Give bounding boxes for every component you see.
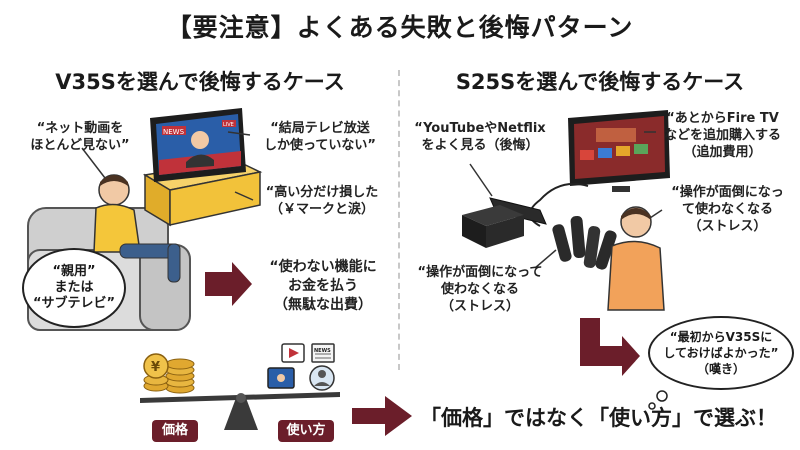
pointer-line: [649, 209, 663, 219]
section-divider: [398, 70, 400, 370]
regret-thought-bubble: “最初からV35Sにしておけばよかった”（嘆き）: [648, 316, 794, 390]
left-note-1: “ネット動画をほとんど見ない”: [30, 121, 130, 153]
pointer-line: [469, 163, 493, 197]
page-title: 【要注意】よくある失敗と後悔パターン: [166, 13, 634, 42]
pointer-line: [227, 131, 251, 136]
streaming-box: [462, 205, 524, 248]
left-note-2: “結局テレビ放送しか使っていない”: [264, 121, 376, 153]
bent-arrow-icon: [580, 318, 640, 376]
user-icon: [309, 365, 335, 391]
pointer-line: [81, 147, 106, 179]
tv-mini-icon: [267, 367, 295, 389]
conclusion-text: 「価格」ではなく「使い方」で選ぶ！: [420, 406, 777, 430]
conclusion-arrow-icon: [352, 396, 412, 436]
usage-tag: 使い方: [278, 420, 334, 442]
scale-stand: [224, 398, 258, 430]
pointer-line: [234, 191, 254, 201]
coins-icon: [143, 353, 195, 394]
video-icon: [281, 343, 305, 363]
remote-controls: [552, 215, 617, 270]
left-note-3: “高い分だけ損した（￥マークと涙）: [265, 185, 379, 217]
tv-left: [150, 108, 246, 182]
tv-live-badge: LIVE: [223, 122, 234, 128]
newspaper-icon: [311, 343, 335, 363]
pointer-line: [534, 249, 557, 269]
tv-news-label: NEWS: [163, 128, 185, 136]
right-heading: S25Sを選んで後悔するケース: [455, 70, 745, 94]
person-frustrated: [607, 206, 665, 311]
arrow-right-icon: [205, 262, 252, 306]
usage-bubble: “親用”または“サブテレビ”: [22, 248, 126, 328]
right-note-3: “操作が面倒になって使わなくなる（ストレス）: [671, 185, 784, 234]
right-note-4: “操作が面倒になって使わなくなる（ストレス）: [417, 265, 543, 314]
left-note-4: “使わない機能にお金を払う（無駄な出費）: [269, 259, 377, 313]
price-tag: 価格: [152, 420, 198, 442]
yen-symbol: ¥: [151, 360, 160, 375]
left-heading: V35Sを選んで後悔するケース: [55, 70, 345, 94]
news-label: NEWS: [314, 348, 331, 354]
person-sitting: [93, 174, 181, 283]
tv-right: [568, 110, 670, 192]
